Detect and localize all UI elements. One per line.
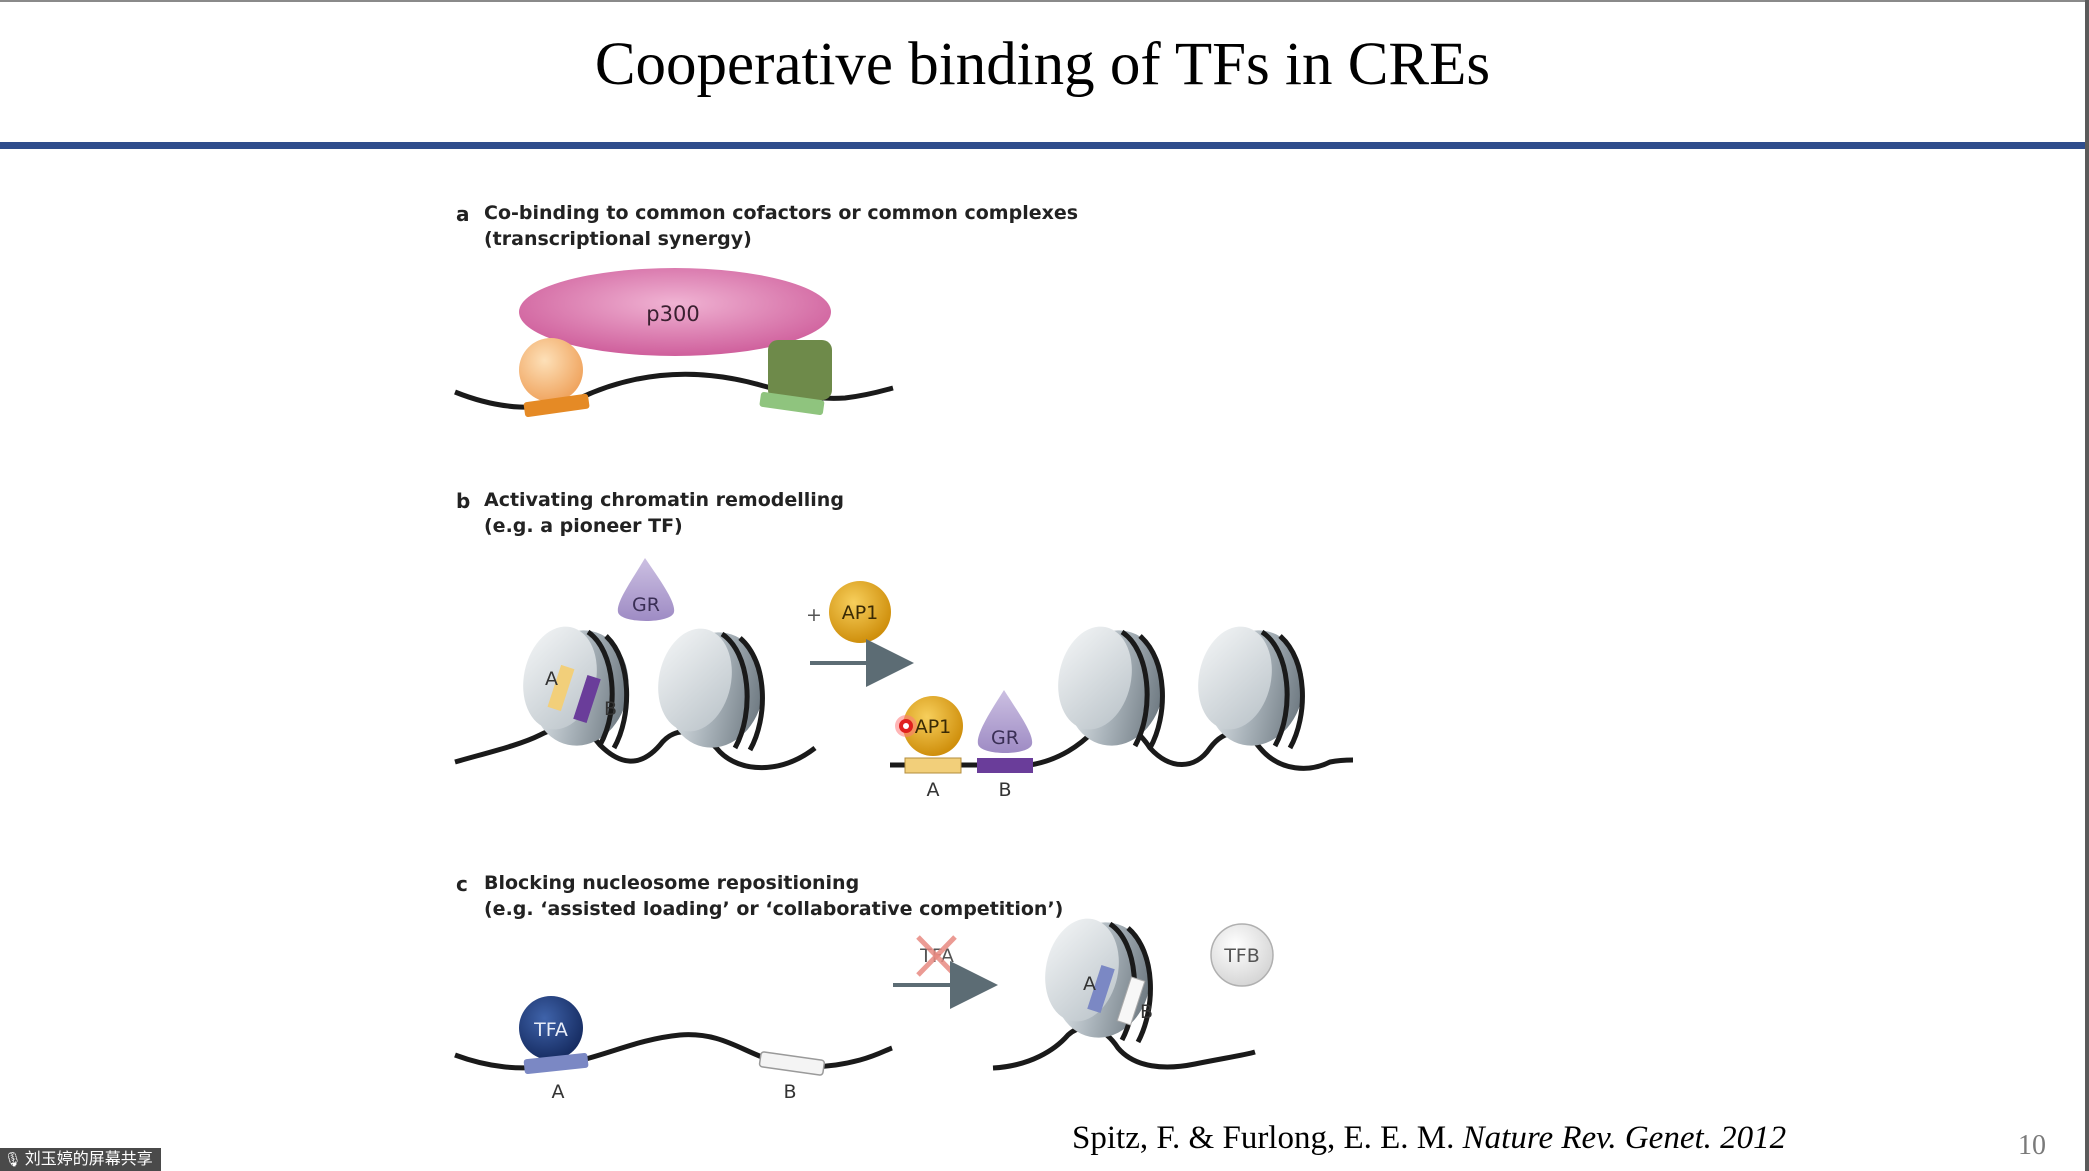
binding-site-b (758, 1051, 826, 1076)
binding-site-orange (523, 393, 590, 417)
binding-site-a-open (904, 757, 962, 774)
site-b-label: B (604, 698, 617, 720)
nucleosome (1058, 626, 1165, 750)
panel-c-caption-line2: (e.g. ‘assisted loading’ or ‘collaborati… (484, 898, 1064, 920)
page-number: 10 (2018, 1130, 2046, 1161)
site-a-nucleosome-label: A (1083, 973, 1096, 995)
binding-site-b-open (977, 758, 1033, 773)
nucleosome (658, 628, 765, 752)
binding-site-b (573, 674, 601, 724)
window-right-border (2085, 0, 2089, 1171)
binding-site-a (547, 664, 575, 712)
binding-site-b-nucleosome (1116, 976, 1146, 1026)
ap1-bound (903, 696, 963, 756)
tfb-factor (1210, 923, 1274, 987)
gr-label: GR (632, 594, 660, 616)
panel-b-caption-line2: (e.g. a pioneer TF) (484, 515, 683, 537)
site-b-label: B (783, 1081, 796, 1103)
citation: Spitz, F. & Furlong, E. E. M. Nature Rev… (1072, 1120, 1786, 1157)
panel-c-caption-line1: Blocking nucleosome repositioning (484, 872, 860, 894)
site-b-nucleosome-label: B (1140, 1001, 1153, 1023)
microphone-icon: 🎙 (4, 1151, 22, 1167)
nucleosome (523, 626, 630, 750)
ap1-bound-label: AP1 (915, 716, 952, 738)
panel-a-caption-line2: (transcriptional synergy) (484, 228, 752, 250)
gr-bound-label: GR (991, 727, 1019, 749)
cross-mark-icon (916, 935, 957, 977)
gr-factor (617, 558, 675, 621)
screen-share-label: 刘玉婷的屏幕共享 (24, 1151, 153, 1168)
site-a-open-label: A (927, 779, 940, 801)
panel-a-caption-line1: Co-binding to common cofactors or common… (484, 202, 1079, 224)
dna-strand-left (454, 724, 817, 771)
nucleosome (1045, 918, 1153, 1044)
site-a-label: A (552, 1081, 565, 1103)
panel-b-caption: Activating chromatin remodelling (e.g. a… (484, 487, 844, 539)
p300-label: p300 (646, 302, 699, 326)
panel-b-diagram: A B GR + AP1 A B AP1 (454, 558, 1354, 801)
citation-authors: Spitz, F. & Furlong, E. E. M. (1072, 1120, 1455, 1156)
screen-share-indicator[interactable]: 🎙刘玉婷的屏幕共享 (0, 1148, 161, 1171)
panel-b-letter: b (456, 489, 471, 513)
tf-green-square (768, 340, 832, 400)
tf-peach-circle (519, 338, 583, 402)
nucleosome (1198, 626, 1305, 750)
tfa-label: TFA (533, 1019, 568, 1041)
ap1-label: AP1 (842, 602, 879, 624)
binding-site-a-nucleosome (1087, 964, 1115, 1014)
panel-b-caption-line1: Activating chromatin remodelling (484, 489, 844, 511)
slide-title: Cooperative binding of TFs in CREs (594, 31, 1491, 98)
dna-strand-right (992, 1024, 1256, 1071)
gr-bound (977, 690, 1033, 753)
tfa-factor (519, 996, 583, 1060)
binding-site-a (523, 1052, 589, 1075)
citation-journal: Nature Rev. Genet. 2012 (1462, 1120, 1787, 1156)
panel-a-caption: Co-binding to common cofactors or common… (484, 200, 1078, 252)
dna-strand (454, 1032, 893, 1071)
panel-c-caption: Blocking nucleosome repositioning (e.g. … (484, 870, 1063, 922)
tfb-label: TFB (1223, 945, 1260, 967)
ap1-factor (829, 581, 891, 643)
title-divider (0, 142, 2085, 149)
panel-a-letter: a (456, 202, 470, 226)
panel-c-diagram: TFA A B TFA A B (454, 918, 1274, 1103)
site-a-label: A (545, 668, 558, 690)
window-top-border (0, 0, 2089, 2)
p300-cofactor (519, 268, 831, 356)
plus-sign: + (806, 604, 822, 626)
binding-site-green (759, 392, 825, 415)
panel-c-letter: c (456, 872, 468, 896)
site-b-open-label: B (998, 779, 1011, 801)
panel-a-diagram: p300 (454, 268, 894, 417)
